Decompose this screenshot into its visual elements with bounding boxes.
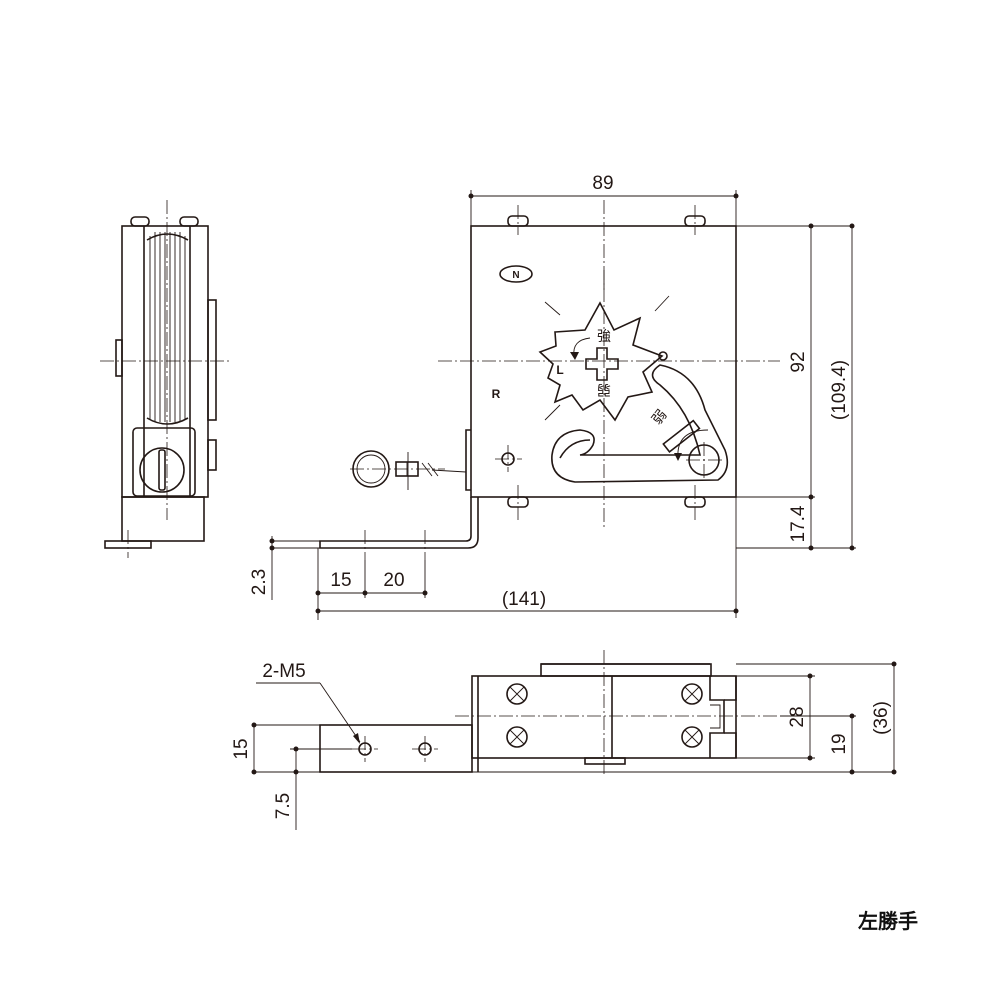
logo-letter: N [512, 270, 519, 281]
dim-109-4: (109.4) [829, 360, 850, 420]
dim-89: 89 [592, 173, 613, 194]
dim-141: (141) [502, 589, 546, 610]
side-view [100, 200, 230, 558]
dim-15-side: 15 [231, 738, 252, 759]
dim-19: 19 [829, 733, 850, 754]
drawing-title: 左勝手 [858, 909, 918, 933]
dim-2-m5: 2-M5 [262, 661, 305, 682]
label-weak: 弱 [597, 381, 611, 397]
dim-15-top: 15 [330, 570, 351, 591]
label-right: R [492, 387, 501, 401]
screws [506, 683, 703, 748]
label-strong: 強 [597, 329, 611, 345]
dim-92: 92 [788, 351, 809, 372]
dimension-labels: 89 92 (109.4) 17.4 2.3 15 20 (141) 2-M5 … [231, 173, 892, 819]
part-labels: 強 弱 弱 L R N 弱 [492, 270, 671, 428]
dim-20: 20 [383, 570, 404, 591]
label-weak-rotated: 弱 [649, 407, 670, 428]
dimension-lines [251, 190, 897, 830]
front-view [319, 200, 780, 560]
dim-7-5: 7.5 [273, 793, 294, 819]
dim-17-4: 17.4 [788, 505, 809, 542]
label-left: L [556, 363, 563, 377]
dim-28: 28 [787, 706, 808, 727]
plan-view [319, 650, 780, 775]
dim-36: (36) [871, 701, 892, 735]
dim-2-3: 2.3 [249, 569, 270, 595]
